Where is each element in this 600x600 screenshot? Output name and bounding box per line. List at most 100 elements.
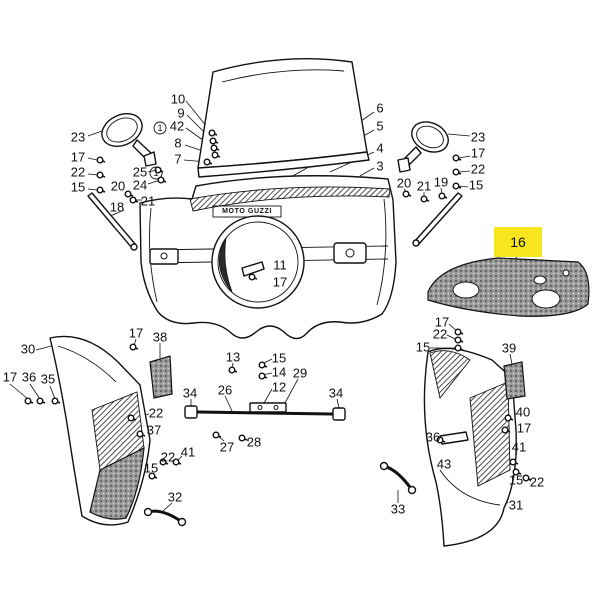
fastener-head <box>96 156 104 164</box>
leader-line <box>87 173 99 176</box>
fastener-head <box>136 430 144 438</box>
part-label-30: 30 <box>21 342 35 357</box>
part-label-20: 20 <box>397 176 411 191</box>
fastener <box>454 344 464 352</box>
part-label-9: 9 <box>177 106 184 121</box>
fastener-head <box>157 176 165 184</box>
part-label-17: 17 <box>71 150 85 165</box>
headlight-shadow <box>218 237 233 293</box>
leader-line <box>447 133 471 137</box>
fastener <box>96 171 106 179</box>
fastener <box>172 458 182 466</box>
fastener-head <box>129 196 137 204</box>
fastener <box>501 426 511 434</box>
part-label-15: 15 <box>71 180 85 195</box>
part-label-22: 22 <box>530 475 544 490</box>
part-label-15: 15 <box>509 473 523 488</box>
part-label-36: 36 <box>22 370 36 385</box>
left-stay-end <box>130 243 138 251</box>
right-mount-hole <box>345 248 355 258</box>
fastener <box>454 336 464 344</box>
fastener-head <box>238 434 246 442</box>
part-label-15: 15 <box>272 351 286 366</box>
fairing-top-band <box>189 186 391 212</box>
rod-right-end <box>332 407 346 421</box>
part-label-17: 17 <box>471 146 485 161</box>
fastener-head <box>402 190 410 198</box>
part-label-17: 17 <box>517 421 531 436</box>
fastener <box>209 137 219 145</box>
fastener-head <box>212 431 220 439</box>
leader-line <box>458 170 471 173</box>
right-panel-grille <box>469 381 511 487</box>
part-label-21: 21 <box>141 194 155 209</box>
right-mirror <box>397 121 449 173</box>
part-label-13: 13 <box>226 350 240 365</box>
part-label-17: 17 <box>129 326 143 341</box>
part-label-10: 10 <box>171 92 185 107</box>
inner-plate-hole <box>452 281 480 299</box>
part-label-26: 26 <box>218 383 232 398</box>
part-label-15: 15 <box>416 340 430 355</box>
fastener <box>136 430 146 438</box>
headlight-opening <box>211 215 305 309</box>
left-stay <box>87 192 138 251</box>
fastener <box>420 195 430 203</box>
part-label-3: 3 <box>376 159 383 174</box>
right-link-eye <box>407 485 417 495</box>
right-link-eye <box>379 461 389 471</box>
part-label-39: 39 <box>502 341 516 356</box>
fastener <box>36 397 46 405</box>
fastener <box>96 186 106 194</box>
leader-line <box>458 155 471 159</box>
right-link <box>379 461 417 495</box>
part-label-29: 29 <box>293 366 307 381</box>
fastener-head <box>208 129 216 137</box>
fastener-head <box>211 151 219 159</box>
fastener-head <box>258 361 266 369</box>
part-label-23: 23 <box>471 130 485 145</box>
inner-plate-hole <box>531 289 561 309</box>
fastener-head <box>522 474 530 482</box>
left-bracket <box>149 355 173 399</box>
fastener <box>436 436 446 444</box>
fastener <box>51 397 61 405</box>
part-label-22: 22 <box>471 162 485 177</box>
leader-line <box>87 130 103 137</box>
rod-left-end <box>184 405 198 419</box>
part-label-19: 19 <box>434 175 448 190</box>
fastener-head <box>438 192 446 200</box>
left-link-eye <box>143 507 153 517</box>
fastener <box>504 414 514 422</box>
rod-center-bracket <box>249 402 287 413</box>
leader-line <box>29 383 41 400</box>
fastener-head <box>148 472 156 480</box>
part-label-34: 34 <box>183 386 197 401</box>
left-mirror-base <box>143 151 157 167</box>
leader-line <box>359 167 375 177</box>
fastener-head <box>210 144 218 152</box>
leader-line <box>336 398 340 409</box>
part-label-7: 7 <box>174 152 181 167</box>
fastener-head <box>96 171 104 179</box>
part-label-12: 12 <box>272 380 286 395</box>
right-mirror-base <box>397 157 411 173</box>
part-label-17: 17 <box>3 370 17 385</box>
leader-line <box>284 378 299 404</box>
part-label-40: 40 <box>516 405 530 420</box>
fastener-head <box>452 154 460 162</box>
part-label-38: 38 <box>153 330 167 345</box>
bracket-hole <box>273 405 279 410</box>
left-link-eye <box>177 517 187 527</box>
fastener <box>148 472 158 480</box>
part-label-5: 5 <box>376 119 383 134</box>
part-label-35: 35 <box>41 372 55 387</box>
left-mount-hole <box>160 252 168 260</box>
fastener-head <box>258 372 266 380</box>
fastener-head <box>159 458 167 466</box>
fastener <box>512 468 522 476</box>
fastener <box>129 343 139 351</box>
part-label-43: 43 <box>437 457 451 472</box>
part-label-16: 16 <box>510 234 526 250</box>
